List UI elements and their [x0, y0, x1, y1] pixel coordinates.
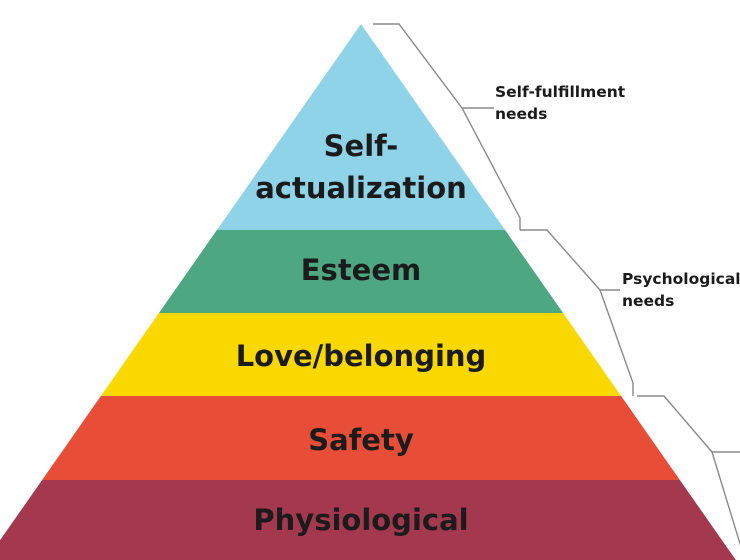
bracket-psychological — [520, 229, 634, 396]
tier-self-actualization — [216, 24, 506, 230]
group-label-self-fulfillment-needs: Self-fulfillment — [495, 83, 626, 101]
pyramid-tiers — [0, 24, 736, 560]
tier-label-esteem: Esteem — [301, 253, 422, 287]
tier-label-safety: Safety — [308, 423, 414, 457]
tier-label-self-actualization: Self- — [324, 129, 399, 163]
tier-esteem — [158, 230, 564, 313]
tier-label-physiological: Physiological — [253, 503, 468, 537]
tier-label-self-actualization: actualization — [255, 171, 467, 205]
tier-labels: Self-actualizationEsteemLove/belongingSa… — [236, 129, 487, 537]
tier-physiological — [0, 480, 736, 560]
group-label-psychological-needs: needs — [622, 292, 674, 310]
group-label-psychological-needs: Psychological — [622, 270, 740, 288]
bracket-self-fulfillment — [373, 23, 521, 230]
tier-love-belonging — [100, 313, 622, 396]
tier-label-love-belonging: Love/belonging — [236, 339, 487, 373]
tier-safety — [42, 396, 680, 480]
group-label-self-fulfillment-needs: needs — [495, 105, 547, 123]
